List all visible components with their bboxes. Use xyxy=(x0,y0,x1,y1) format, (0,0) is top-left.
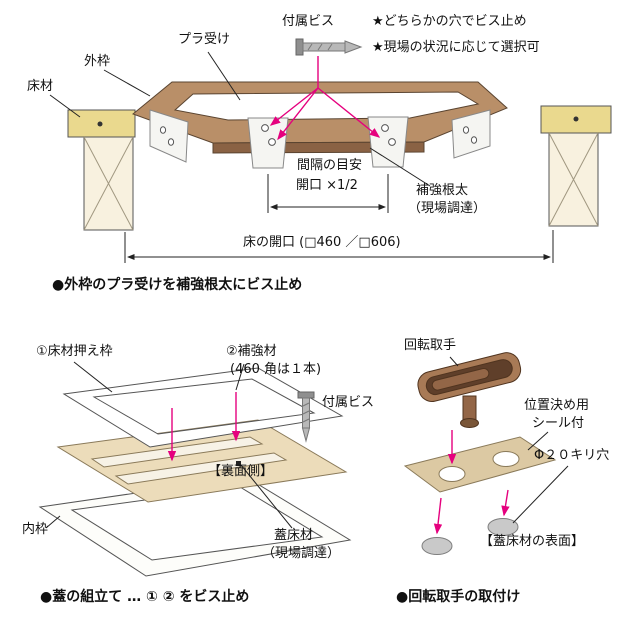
reinforce-label-2: (460 角は１本) xyxy=(230,362,322,377)
inner-frame-label: 内枠 xyxy=(22,522,49,537)
lid-floor-label-2: （現場調達） xyxy=(262,546,341,561)
handle-leader-lines xyxy=(449,356,569,524)
handle-label: 回転取手 xyxy=(404,338,457,353)
caption-lid: ●蓋の組立て … ① ② をビス止め xyxy=(40,589,250,605)
lid-screw-arrows xyxy=(167,392,241,462)
surface-label: 【蓋床材の表面】 xyxy=(480,534,585,549)
screw-label-lid: 付属ビス xyxy=(322,395,375,410)
lid-floor-label-1: 蓋床材 xyxy=(274,528,314,543)
lid-exploded-view xyxy=(38,367,352,577)
dimension-lines xyxy=(124,174,554,263)
receiver-holes xyxy=(159,124,478,146)
seal-label-1: 位置決め用 xyxy=(524,398,590,413)
floor-label: 床材 xyxy=(27,79,54,94)
note-line-1: ★どちらかの穴でビス止め xyxy=(372,14,527,29)
opening-dim-label: 床の開口 (□460 ／□606) xyxy=(243,235,401,250)
reinforcement-strips xyxy=(90,436,288,485)
outer-frame-label: 外枠 xyxy=(84,54,111,69)
joist-label-1: 補強根太 xyxy=(416,183,469,198)
caption-handle: ●回転取手の取付け xyxy=(396,589,521,605)
reinforce-label-1: ②補強材 xyxy=(226,344,277,359)
note-line-2: ★現場の状況に応じて選択可 xyxy=(372,40,540,55)
back-side-label: 【裏面側】 xyxy=(208,464,274,479)
spacing-label-1: 間隔の目安 xyxy=(297,158,363,173)
drilled-holes xyxy=(421,518,519,555)
receiver-label: プラ受け xyxy=(178,32,231,47)
screw-position-arrows xyxy=(269,56,381,141)
press-frame-label: ①床材押え枠 xyxy=(36,344,113,359)
press-frame xyxy=(62,367,344,448)
spacing-label-2: 開口 ×1/2 xyxy=(296,178,358,193)
rotating-handle xyxy=(417,352,522,402)
screw-icon-top xyxy=(295,38,363,56)
seal-label-2: シール付 xyxy=(532,416,585,431)
joist-left xyxy=(83,136,134,231)
screw-icon-lid xyxy=(297,391,315,443)
joist-label-2: （現場調達） xyxy=(408,201,487,216)
handle-assembly xyxy=(403,352,557,555)
lid-leader-lines xyxy=(45,361,293,529)
hole-label: Φ２０キリ穴 xyxy=(534,448,610,463)
screw-label-top: 付属ビス xyxy=(282,14,335,29)
top-leader-lines xyxy=(49,51,431,187)
positioning-seal xyxy=(403,436,557,493)
floor-plank-right xyxy=(540,105,612,134)
caption-top: ●外枠のプラ受けを補強根太にビス止め xyxy=(52,277,303,293)
handle-arrows xyxy=(433,430,510,535)
joist-right xyxy=(548,132,599,227)
